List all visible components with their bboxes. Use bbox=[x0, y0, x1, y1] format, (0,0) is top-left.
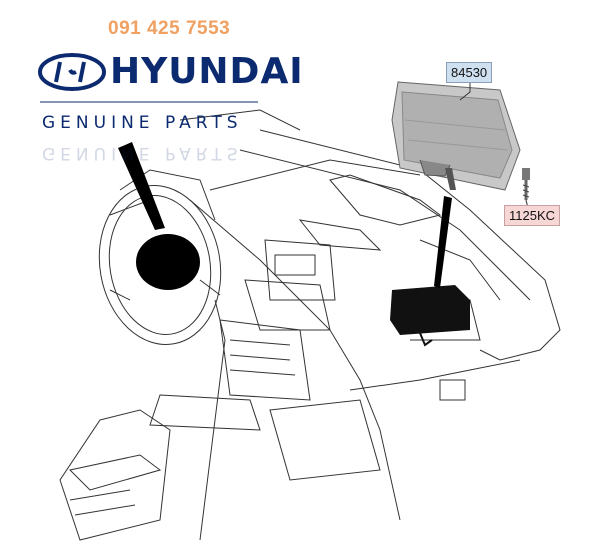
passenger-airbag-pointer bbox=[434, 196, 452, 288]
dashboard-outline bbox=[59, 109, 561, 541]
driver-airbag-module bbox=[136, 234, 200, 290]
hyundai-logo-icon bbox=[38, 53, 106, 91]
airbag-module-84530 bbox=[391, 81, 521, 191]
part-number-1125kc: 1125KC bbox=[504, 205, 561, 226]
driver-airbag-pointer bbox=[118, 142, 165, 230]
passenger-airbag-installed bbox=[390, 285, 470, 347]
tagline-reflection: GENUINE PARTS bbox=[42, 143, 243, 163]
brand-name: HYUNDAI bbox=[110, 51, 304, 92]
phone-number: 091 425 7553 bbox=[108, 18, 231, 39]
tagline: GENUINE PARTS bbox=[42, 113, 243, 133]
leader-line-84530 bbox=[459, 80, 471, 101]
part-number-84530: 84530 bbox=[446, 62, 493, 83]
bolt-1125kc bbox=[522, 168, 530, 200]
